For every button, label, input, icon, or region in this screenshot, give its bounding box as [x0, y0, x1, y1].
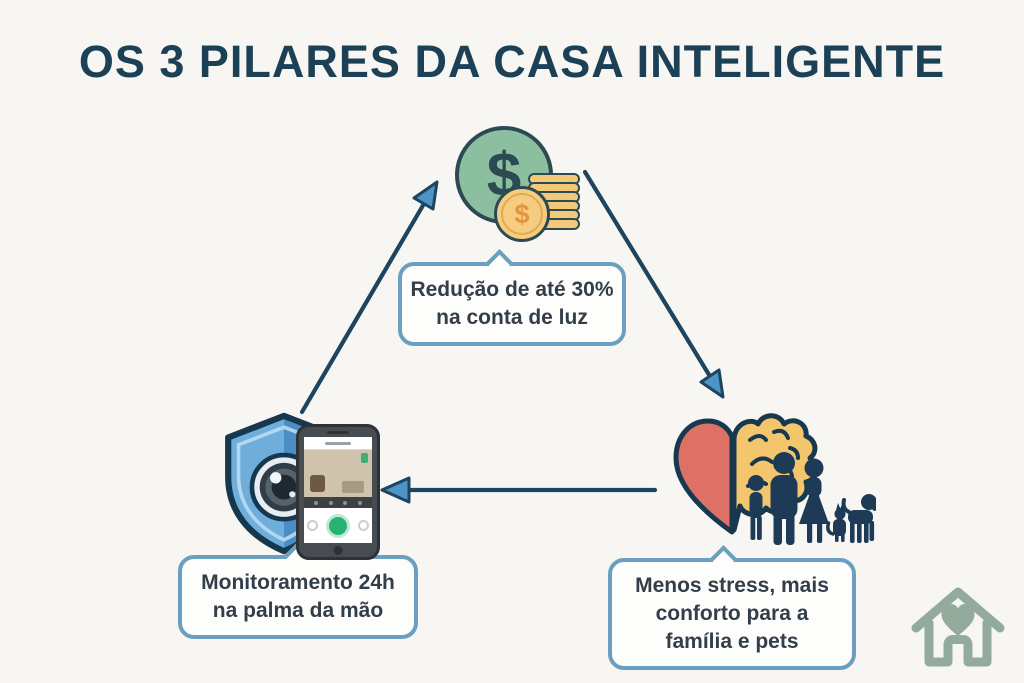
comfort-label-line2: conforto para a: [655, 602, 809, 626]
bubble-tail-up: [486, 249, 513, 276]
side-button-icon: [307, 520, 318, 531]
economy-label-line2: na conta de luz: [436, 306, 588, 329]
camera-feed-view: [304, 450, 372, 497]
heart-brain-family-pets-icon: [656, 406, 878, 554]
dog-icon: [841, 494, 878, 543]
phone-speaker: [327, 431, 349, 434]
comfort-label-line1: Menos stress, mais: [635, 574, 829, 598]
phone-control-strip: [304, 497, 372, 508]
house-heart-icon: [908, 582, 1008, 676]
arrowhead-up-icon: [412, 180, 439, 211]
shield-camera-smartphone-icon: [222, 408, 392, 563]
logo-heart-icon: [941, 604, 975, 636]
phone-home-button: [333, 546, 343, 555]
label-bubble-comfort: Menos stress, mais conforto para a famíl…: [608, 545, 856, 670]
economy-label-line1: Redução de até 30%: [410, 278, 614, 302]
comfort-graphic: [673, 413, 878, 545]
heart-half-icon: [673, 418, 735, 535]
security-label-line1: Monitoramento 24h: [201, 571, 395, 595]
label-bubble-security: Monitoramento 24h na palma da mão: [178, 542, 418, 639]
gold-coin-icon: $: [494, 186, 550, 242]
phone-screen: [304, 437, 372, 543]
record-button-icon: [326, 513, 350, 538]
smartphone-icon: [296, 424, 380, 560]
phone-action-row: [304, 508, 372, 543]
arrowhead-down-icon: [699, 368, 725, 399]
comfort-label-line3: família e pets: [665, 629, 799, 653]
money-savings-icon: $ $: [440, 118, 635, 250]
cat-icon: [826, 503, 846, 542]
page-title: OS 3 PILARES DA CASA INTELIGENTE: [78, 36, 946, 87]
label-bubble-economy: Redução de até 30% na conta de luz: [398, 249, 626, 346]
coin-dollar-symbol: $: [514, 198, 530, 229]
side-button-icon: [358, 520, 369, 531]
phone-appbar: [304, 437, 372, 450]
security-label-line2: na palma da mão: [212, 599, 384, 622]
